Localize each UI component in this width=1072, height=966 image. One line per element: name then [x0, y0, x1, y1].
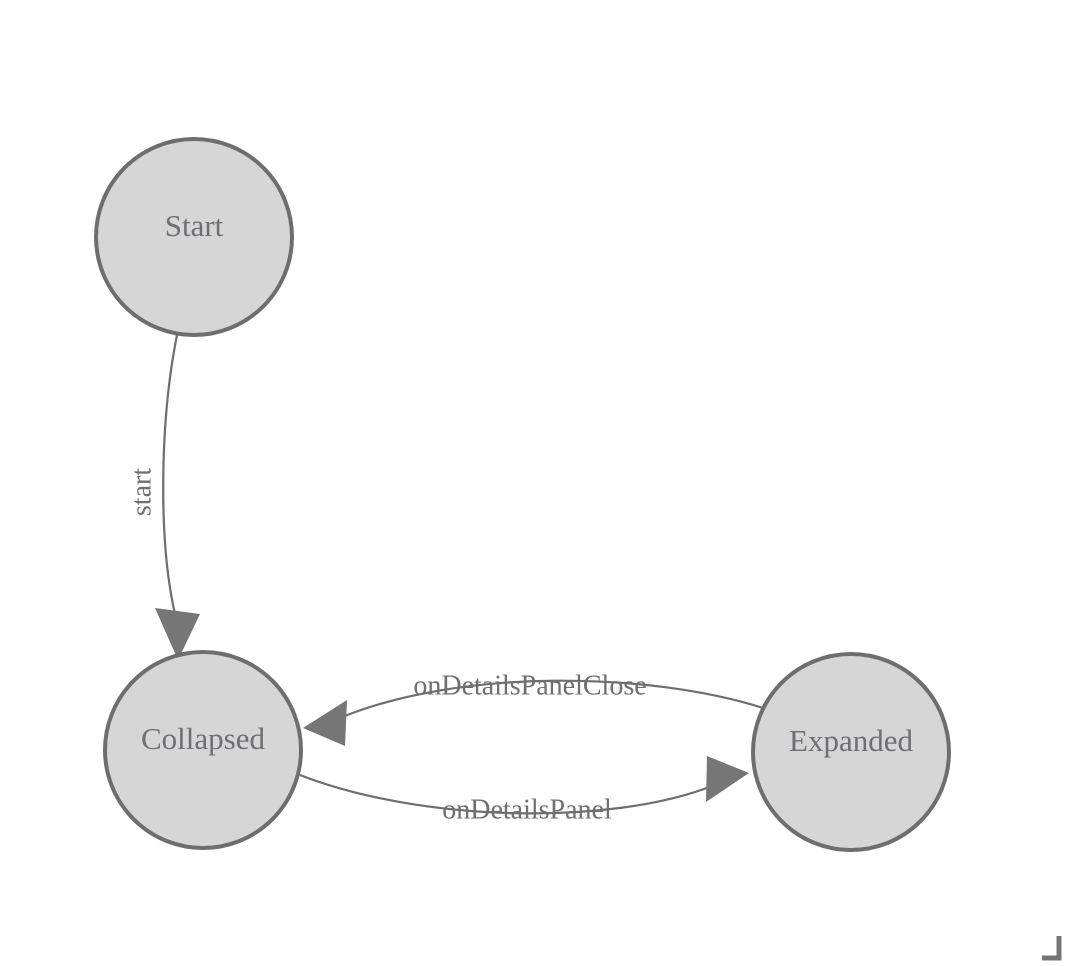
edge-expanded-to-collapsed-path: [339, 679, 764, 720]
node-collapsed-circle: [103, 650, 303, 850]
edge-collapsed-to-expanded-arrowhead: [706, 756, 749, 802]
edge-collapsed-to-expanded-path: [299, 773, 713, 815]
edge-start-to-collapsed-path: [162, 334, 179, 615]
node-start-label: Start: [165, 208, 224, 243]
node-expanded-label: Expanded: [789, 723, 913, 758]
resize-corner-mark-icon[interactable]: [1042, 936, 1062, 961]
edge-start-to-collapsed-arrowhead: [155, 608, 200, 660]
node-expanded-circle: [751, 652, 951, 852]
edge-label-start: start: [126, 468, 157, 516]
node-collapsed[interactable]: Collapsed: [103, 650, 303, 850]
edge-expanded-to-collapsed[interactable]: onDetailsPanelClose: [303, 670, 764, 746]
edge-label-on-details-panel: onDetailsPanel: [442, 794, 612, 825]
node-collapsed-label: Collapsed: [141, 721, 265, 756]
node-start[interactable]: Start: [94, 137, 294, 337]
edge-collapsed-to-expanded[interactable]: onDetailsPanel: [299, 756, 749, 825]
edge-label-on-details-panel-close: onDetailsPanelClose: [413, 670, 646, 701]
node-expanded[interactable]: Expanded: [751, 652, 951, 852]
edge-expanded-to-collapsed-arrowhead: [303, 700, 347, 746]
node-start-circle: [94, 137, 294, 337]
edge-start-to-collapsed[interactable]: start: [126, 334, 200, 660]
